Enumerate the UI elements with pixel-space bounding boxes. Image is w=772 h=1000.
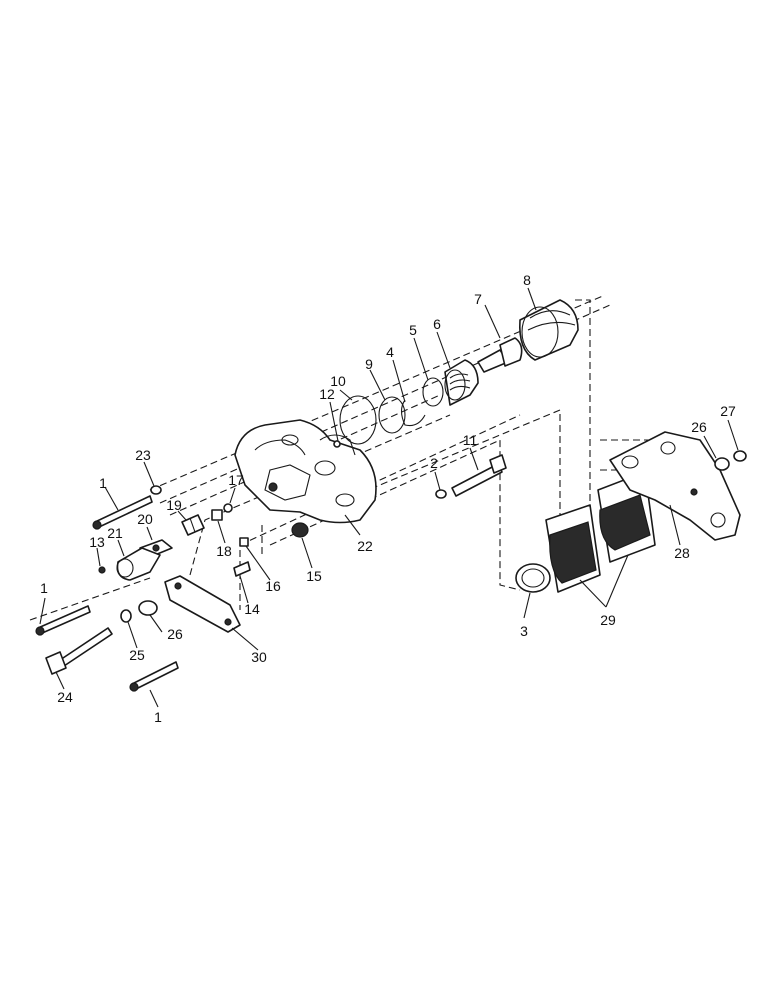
callout-30: 30	[251, 649, 267, 665]
callout-3: 3	[520, 623, 528, 639]
part-29-pad-left	[545, 504, 601, 593]
piston-parts	[339, 299, 579, 445]
callout-20: 20	[137, 511, 153, 527]
callout-26-right: 26	[691, 419, 707, 435]
callout-12: 12	[319, 386, 335, 402]
callout-labels: 1 1 1 2 3 4 5 6 7 8 9 10 11 12 13 14 15 …	[40, 272, 736, 725]
callout-1-upper: 1	[99, 475, 107, 491]
callout-13: 13	[89, 534, 105, 550]
callout-14: 14	[244, 601, 260, 617]
callout-1-middle: 1	[40, 580, 48, 596]
part-28-bracket	[609, 431, 741, 541]
part-6-boot	[444, 359, 479, 406]
part-27-washer	[733, 450, 747, 462]
part-24-long-bolt	[45, 627, 113, 675]
part-25-washer	[120, 609, 132, 623]
callout-5: 5	[409, 322, 417, 338]
caliper-housing	[234, 419, 377, 524]
part-3-ring	[515, 563, 551, 593]
callout-23: 23	[135, 447, 151, 463]
part-14-plug	[233, 561, 251, 577]
callout-18: 18	[216, 543, 232, 559]
part-16-bleeder	[239, 537, 249, 547]
callout-28: 28	[674, 545, 690, 561]
callout-2: 2	[430, 455, 438, 471]
part-8-piston	[518, 299, 579, 361]
callout-11: 11	[463, 432, 478, 448]
part-15-cap	[291, 522, 309, 538]
part-7-pin	[477, 337, 523, 373]
callout-7: 7	[474, 291, 482, 307]
part-23-washer	[150, 485, 162, 495]
callout-15: 15	[306, 568, 322, 584]
part-1-bolt-middle	[35, 605, 91, 636]
callout-24: 24	[57, 689, 73, 705]
part-5-seal	[422, 377, 444, 407]
part-17-washer	[223, 503, 233, 513]
part-13-screw	[98, 566, 106, 574]
callout-17: 17	[228, 472, 244, 488]
part-11-pin	[451, 454, 507, 497]
part-1-bolt-upper	[92, 495, 153, 530]
part-4-snap-ring	[400, 399, 426, 427]
callout-10: 10	[330, 373, 346, 389]
left-bracket	[35, 575, 241, 692]
part-9-ring	[378, 396, 406, 434]
callout-9: 9	[365, 356, 373, 372]
part-2-washer	[435, 489, 447, 499]
callout-19: 19	[166, 497, 182, 513]
part-10-o-ring	[339, 395, 377, 445]
part-26-spacer-right	[714, 457, 730, 471]
part-12-fitting	[333, 440, 341, 448]
part-18-nut	[211, 509, 223, 521]
callout-29: 29	[600, 612, 616, 628]
callout-16: 16	[265, 578, 281, 594]
right-assembly	[515, 431, 747, 593]
callout-26-left: 26	[167, 626, 183, 642]
callout-4: 4	[386, 344, 394, 360]
callout-22: 22	[357, 538, 373, 554]
part-30-bracket	[164, 575, 241, 633]
callout-1-lower: 1	[154, 709, 162, 725]
callout-27: 27	[720, 403, 736, 419]
part-26-spacer-left	[138, 600, 158, 616]
callout-25: 25	[129, 647, 145, 663]
part-1-bolt-lower	[129, 661, 179, 692]
part-21-cover	[116, 547, 161, 581]
leader-lines	[39, 287, 739, 708]
callout-6: 6	[433, 316, 441, 332]
part-19-fitting	[181, 514, 205, 536]
callout-21: 21	[107, 525, 123, 541]
hardware	[92, 440, 507, 581]
callout-8: 8	[523, 272, 531, 288]
